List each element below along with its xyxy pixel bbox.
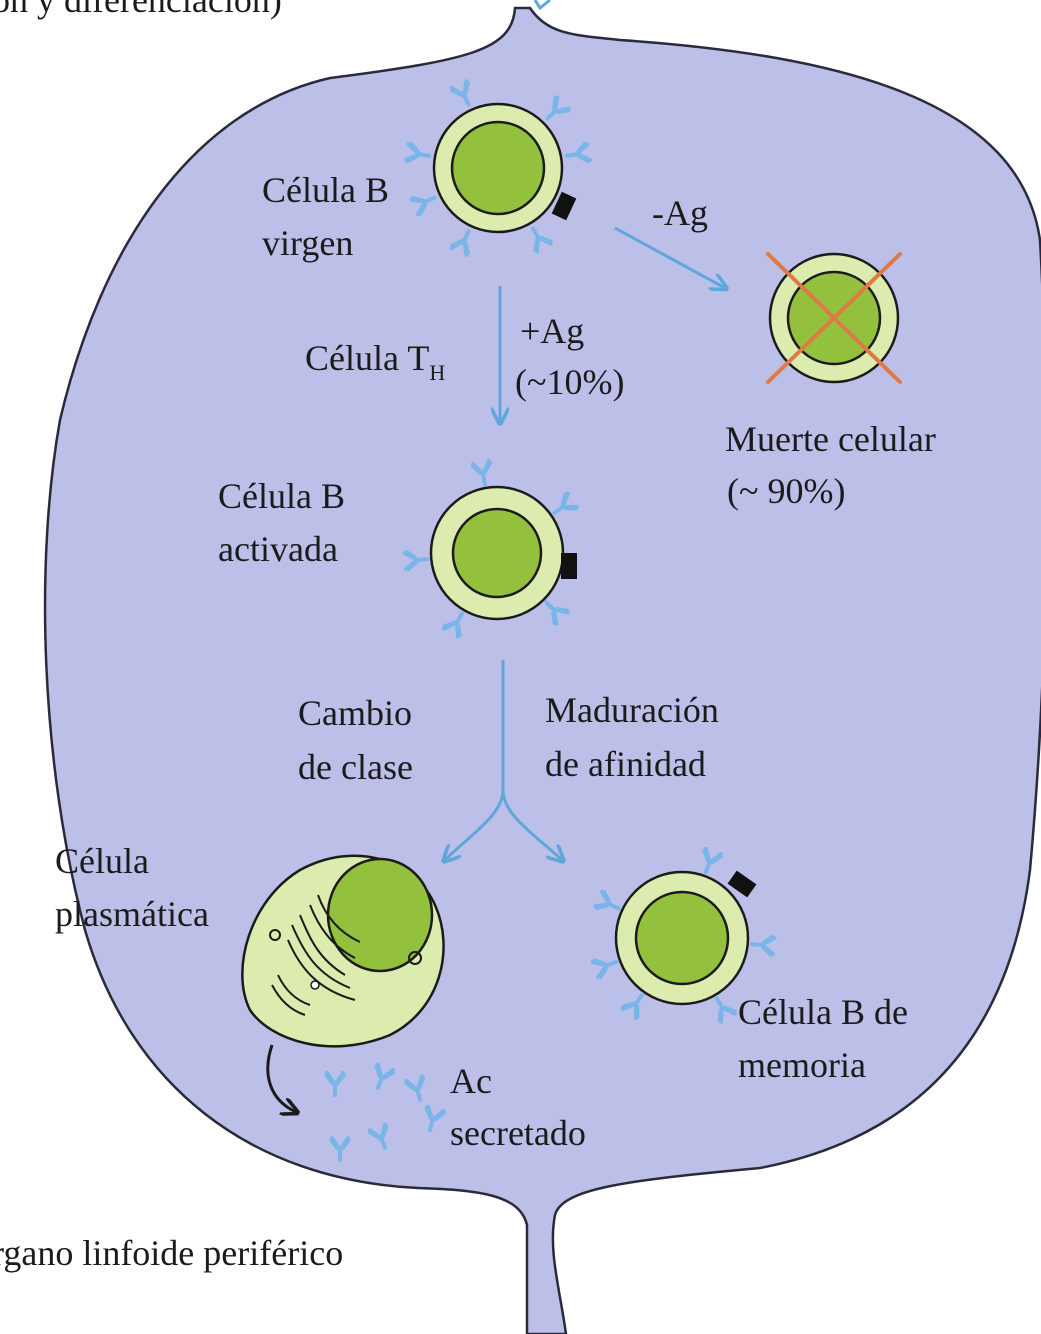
plus-ag-label: +Ag (520, 311, 584, 351)
affinity-label-2: de afinidad (545, 744, 706, 784)
activated-b-cell-label-2: activada (218, 529, 338, 569)
memory-b-cell-label-2: memoria (738, 1045, 866, 1085)
th-cell-label: Célula TH (305, 338, 445, 385)
dead-cell-label-2: (~ 90%) (727, 471, 845, 511)
header-fragment: ón y diferenciación) (0, 0, 282, 20)
incoming-arrow (535, 0, 550, 8)
secreted-ab-label-2: secretado (450, 1113, 586, 1153)
footer-fragment: rgano linfoide periférico (0, 1233, 343, 1273)
plasma-cell-label-1: Célula (55, 841, 149, 881)
affinity-label-1: Maduración (545, 690, 719, 730)
naive-b-cell-label-2: virgen (262, 223, 353, 263)
plus-ag-percent: (~10%) (515, 362, 624, 402)
memory-b-cell-label-1: Célula B de (738, 992, 908, 1032)
plasma-cell-label-2: plasmática (55, 894, 209, 934)
activated-b-cell-label-1: Célula B (218, 476, 345, 516)
minus-ag-label: -Ag (652, 193, 708, 233)
receptor-icon (561, 553, 577, 579)
naive-b-cell-label-1: Célula B (262, 170, 389, 210)
th-cell-subscript: H (429, 360, 445, 385)
dead-cell (768, 254, 900, 382)
class-switch-label-1: Cambio (298, 693, 412, 733)
class-switch-label-2: de clase (298, 747, 413, 787)
secreted-ab-label-1: Ac (450, 1061, 492, 1101)
dead-cell-label-1: Muerte celular (725, 419, 936, 459)
th-cell-text: Célula T (305, 338, 429, 378)
